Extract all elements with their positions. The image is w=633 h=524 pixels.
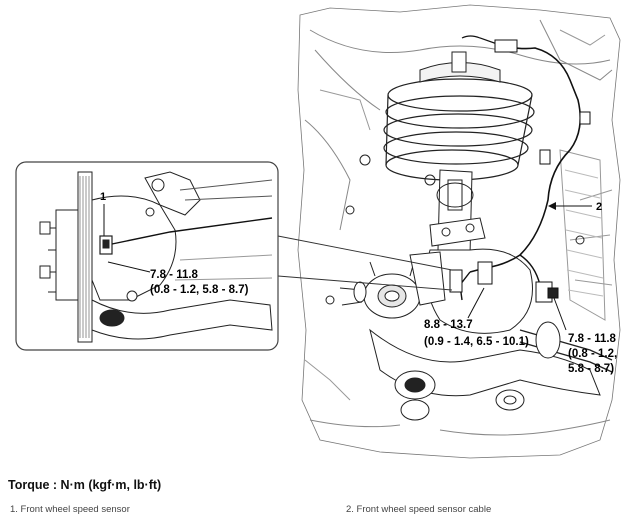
- inset-torque-line1: 7.8 - 11.8: [150, 269, 199, 281]
- callout-2: 2: [596, 201, 602, 213]
- sensor-cable: [449, 35, 591, 303]
- inset-detail: 1 7.8 - 11.8 (0.8 - 1.2, 5.8 - 8.7): [15, 161, 279, 351]
- legend-item-1: 1. Front wheel speed sensor: [10, 504, 130, 515]
- right-torque-line2: (0.8 - 1.2,: [568, 348, 617, 360]
- coil-spring: [383, 78, 535, 181]
- center-torque-line1: 8.8 - 13.7: [424, 319, 473, 331]
- main-view: [297, 4, 621, 459]
- callout-1: 1: [100, 191, 106, 203]
- inset-torque-line2: (0.8 - 1.2, 5.8 - 8.7): [150, 284, 249, 296]
- legend-item-2: 2. Front wheel speed sensor cable: [346, 504, 492, 515]
- center-torque-line2: (0.9 - 1.4, 6.5 - 10.1): [424, 336, 529, 348]
- suspension-diagram: 1 7.8 - 11.8 (0.8 - 1.2, 5.8 - 8.7) 2 8.…: [15, 4, 621, 459]
- zoom-lines: [277, 235, 453, 291]
- right-torque-line3: 5.8 - 8.7): [568, 363, 614, 375]
- diagram-illustration: 1 7.8 - 11.8 (0.8 - 1.2, 5.8 - 8.7) 2 8.…: [15, 4, 621, 459]
- wheel-hub: [339, 261, 421, 319]
- torque-units-heading: Torque : N·m (kgf·m, lb·ft): [8, 478, 162, 492]
- right-torque-line1: 7.8 - 11.8: [568, 333, 617, 345]
